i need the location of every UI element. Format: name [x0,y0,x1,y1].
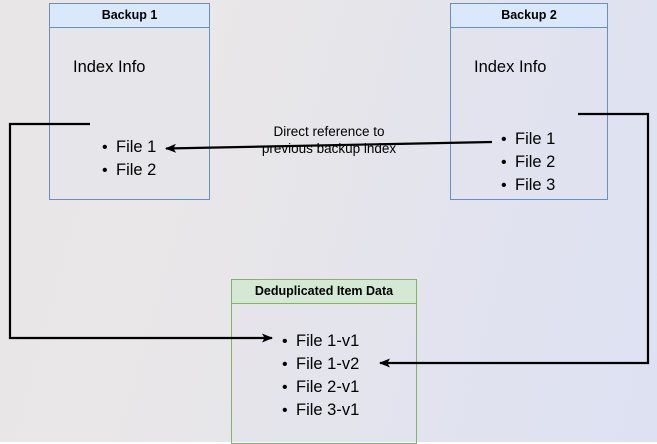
backup-2-body: Index Info File 1 File 2 File 3 [451,28,607,199]
backup-2-index-label: Index Info [474,58,547,76]
direct-reference-label: Direct reference to previous backup inde… [247,123,411,157]
list-item: File 3-v1 [282,399,359,422]
list-item: File 2 [501,151,555,174]
dedup-item-list: File 1-v1 File 1-v2 File 2-v1 File 3-v1 [278,330,359,422]
list-item: File 1 [501,128,555,151]
direct-reference-label-line-1: Direct reference to [273,124,385,139]
deduplicated-item-data-box[interactable]: Deduplicated Item Data File 1-v1 File 1-… [231,279,417,444]
direct-reference-label-line-2: previous backup index [261,141,397,156]
backup-2-box[interactable]: Backup 2 Index Info File 1 File 2 File 3 [450,3,608,200]
backup-1-box[interactable]: Backup 1 Index Info File 1 File 2 [49,3,210,200]
dedup-body: File 1-v1 File 1-v2 File 2-v1 File 3-v1 [232,304,416,443]
backup-1-header: Backup 1 [50,4,209,28]
list-item: File 2-v1 [282,376,359,399]
dedup-header: Deduplicated Item Data [232,280,416,304]
list-item: File 3 [501,174,555,197]
list-item: File 1-v2 [282,353,359,376]
backup-2-header: Backup 2 [451,4,607,28]
list-item: File 1-v1 [282,330,359,353]
backup-2-file-list: File 1 File 2 File 3 [497,128,555,197]
backup-1-index-label: Index Info [73,58,146,76]
backup-1-body: Index Info File 1 File 2 [50,28,209,199]
backup-1-file-list: File 1 File 2 [98,136,156,182]
list-item: File 1 [102,136,156,159]
list-item: File 2 [102,159,156,182]
